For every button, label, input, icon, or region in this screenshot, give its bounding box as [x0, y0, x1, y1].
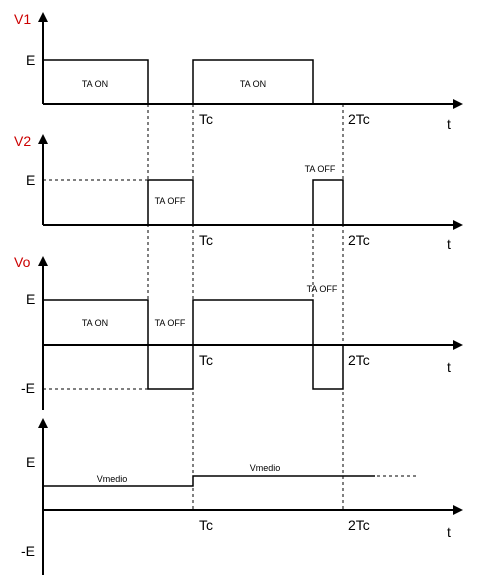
v1-pulse1-label: TA ON: [82, 79, 108, 89]
vo-tc-label: Tc: [199, 352, 213, 368]
v1-2tc-label: 2Tc: [348, 111, 370, 127]
v1-y-arrow: [38, 12, 48, 22]
v2-y-arrow: [38, 134, 48, 144]
vo-time-label: t: [447, 359, 451, 375]
vmean-level-e: E: [26, 454, 35, 470]
v1-pulse2-label: TA ON: [240, 79, 266, 89]
v1-time-label: t: [447, 116, 451, 132]
panel-v2: V2 E TA OFF TA OFF Tc 2Tc t: [14, 133, 463, 252]
vo-2tc-label: 2Tc: [348, 352, 370, 368]
vmean-level-neg-e: -E: [21, 543, 35, 559]
v1-tc-label: Tc: [199, 111, 213, 127]
v2-x-arrow: [453, 220, 463, 230]
v2-pulse2-label: TA OFF: [305, 164, 336, 174]
vo-signal: [43, 299, 344, 390]
v1-level-e: E: [26, 52, 35, 68]
vmean-y-arrow: [38, 418, 48, 428]
vmean-label-1: Vmedio: [97, 474, 128, 484]
vo-axis-label: Vo: [14, 254, 31, 270]
vmean-x-arrow: [453, 505, 463, 515]
vo-level-e: E: [26, 291, 35, 307]
panel-v1: V1 E TA ON TA ON Tc 2Tc t: [14, 11, 463, 132]
vmean-time-label: t: [447, 524, 451, 540]
vo-off2-label: TA OFF: [307, 284, 338, 294]
v1-x-arrow: [453, 99, 463, 109]
vo-y-arrow: [38, 256, 48, 266]
vmean-tc-label: Tc: [199, 517, 213, 533]
v2-axis-label: V2: [14, 133, 31, 149]
time-guides: [147, 104, 344, 510]
panel-vmean: E -E Vmedio Vmedio Tc 2Tc t: [21, 418, 463, 575]
v2-level-e: E: [26, 172, 35, 188]
v2-time-label: t: [447, 236, 451, 252]
vo-off1-label: TA OFF: [155, 318, 186, 328]
panel-vo: Vo E -E TA ON TA OFF TA OFF Tc 2Tc t: [14, 254, 463, 410]
vo-x-arrow: [453, 340, 463, 350]
vmean-signal: [43, 475, 375, 487]
vmean-2tc-label: 2Tc: [348, 517, 370, 533]
vo-level-neg-e: -E: [21, 380, 35, 396]
vo-on-label: TA ON: [82, 318, 108, 328]
v2-tc-label: Tc: [199, 232, 213, 248]
v2-2tc-label: 2Tc: [348, 232, 370, 248]
v1-axis-label: V1: [14, 11, 31, 27]
vmean-label-2: Vmedio: [250, 463, 281, 473]
v2-pulse1-label: TA OFF: [155, 196, 186, 206]
